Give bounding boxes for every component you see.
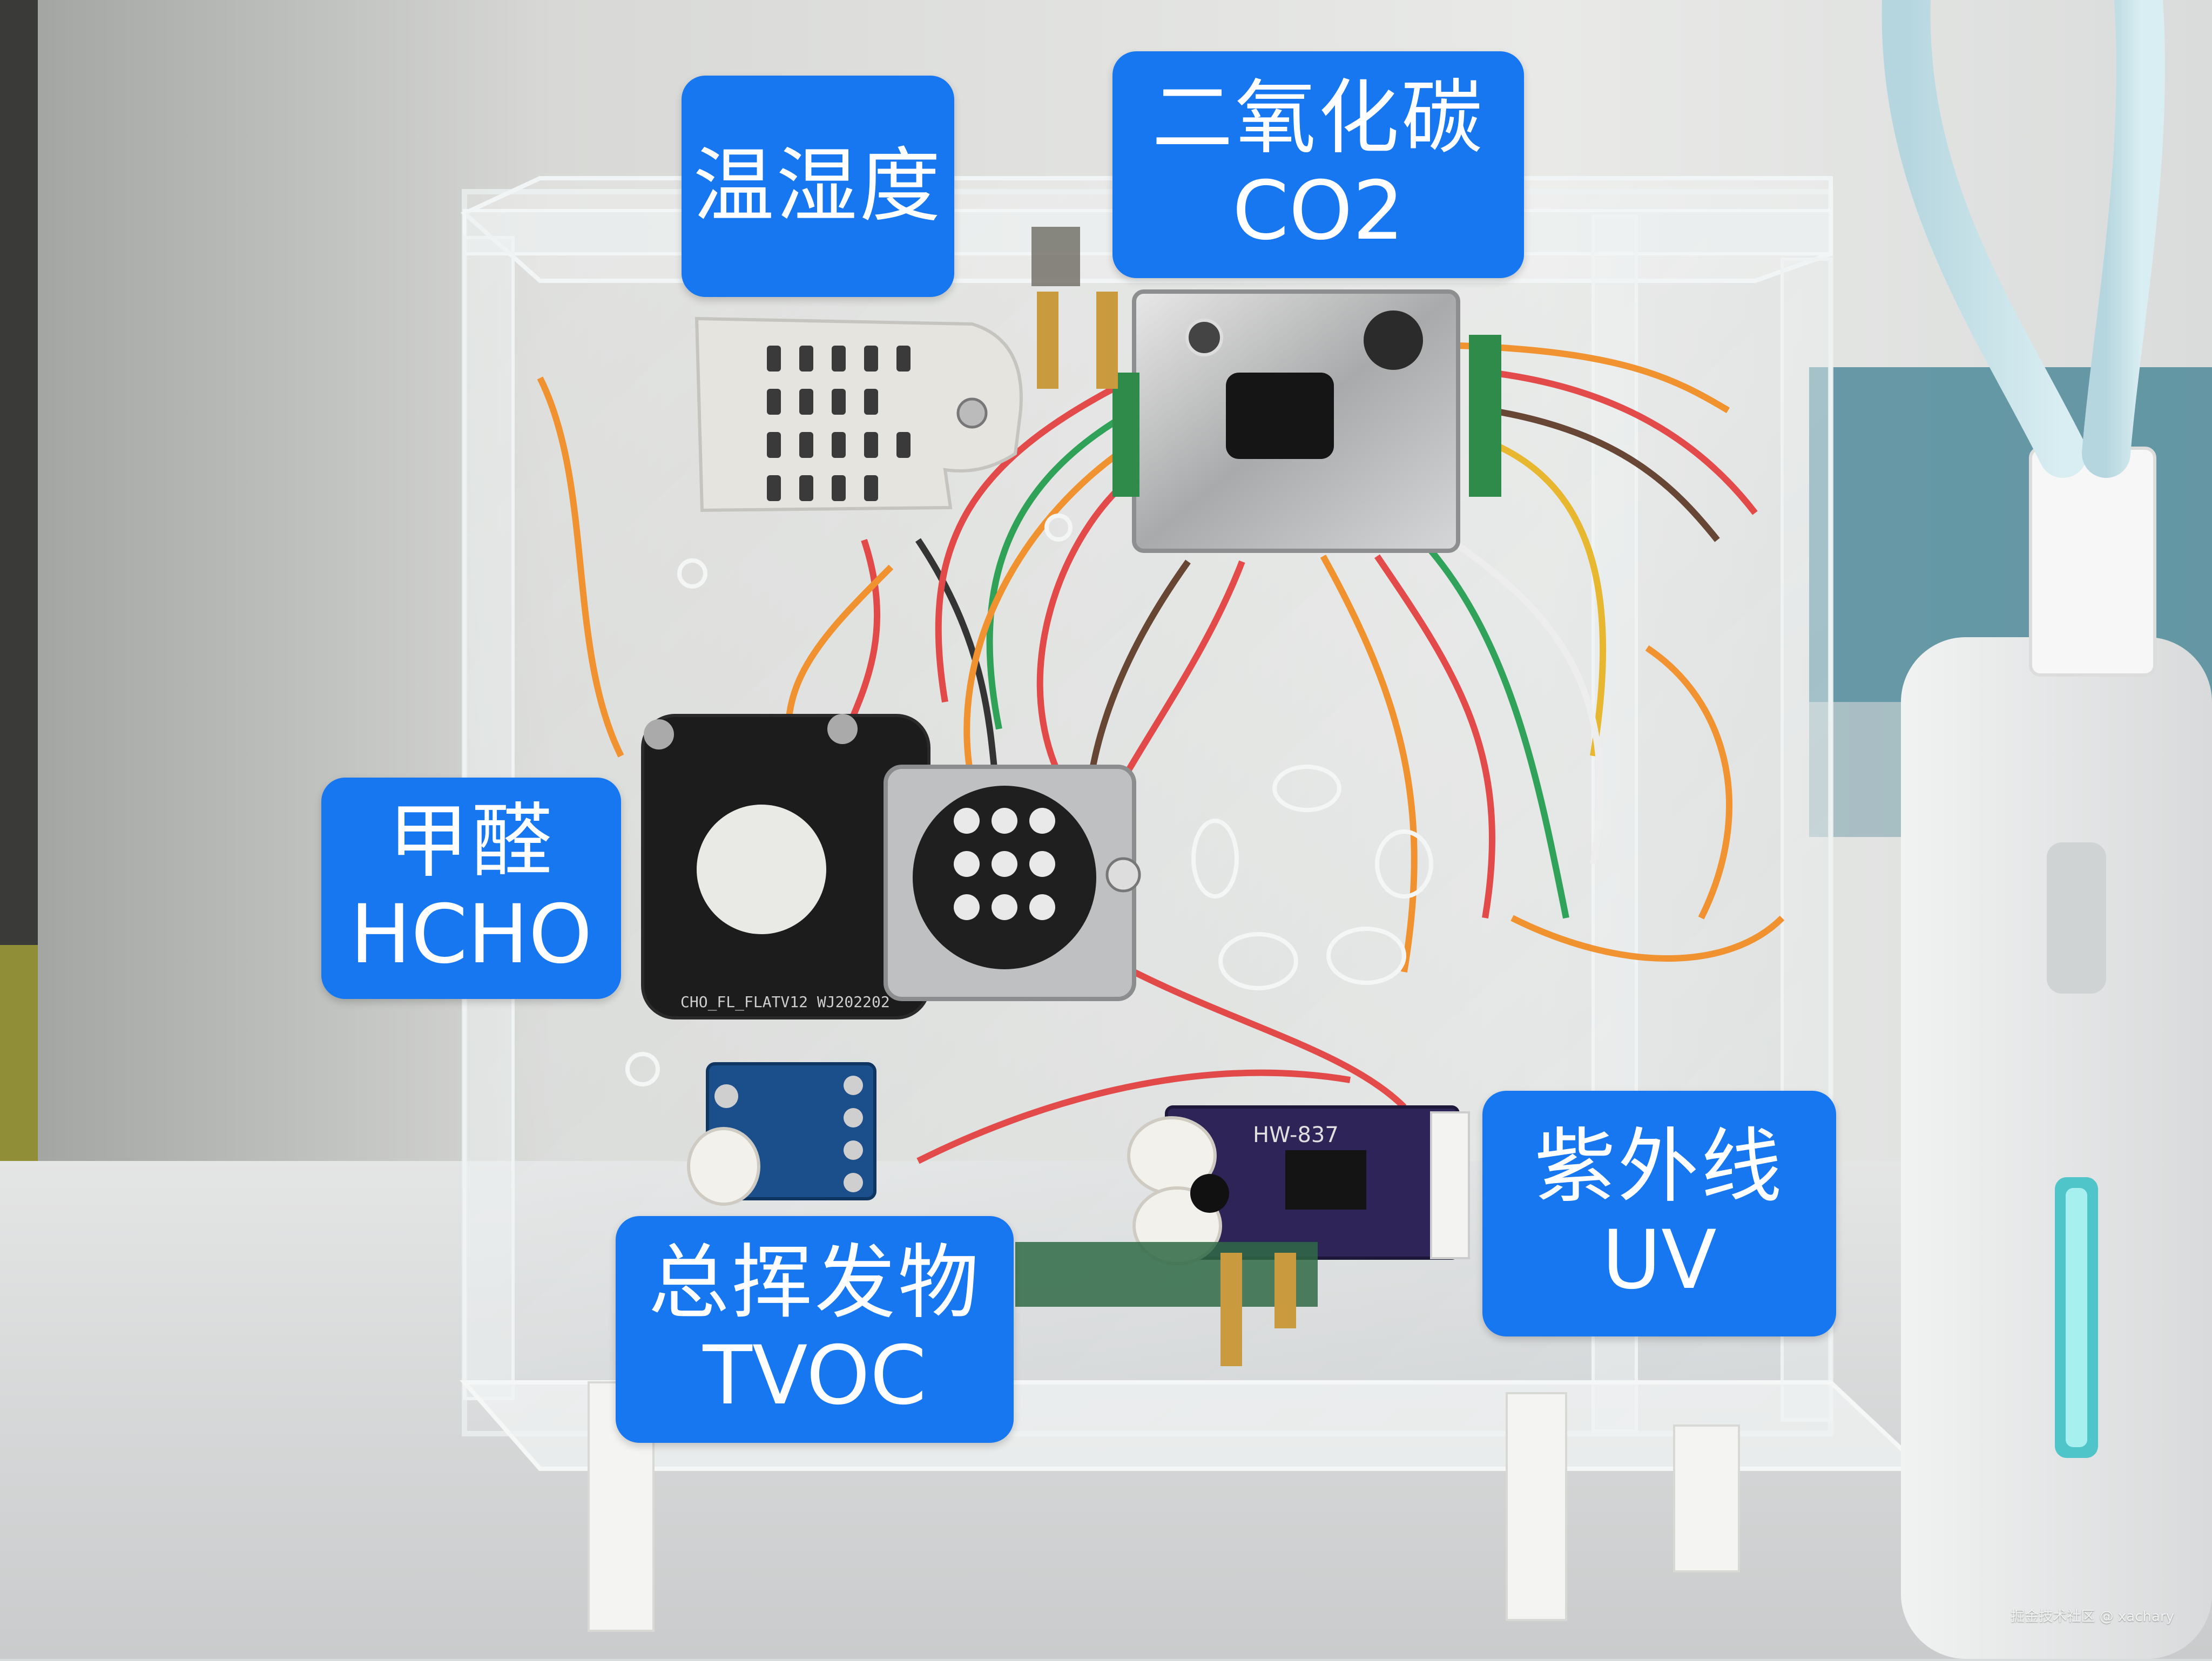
label-temp-humidity: 温湿度	[682, 76, 954, 297]
label-hcho-cn: 甲醛	[388, 794, 555, 889]
svg-text:HW-837: HW-837	[1253, 1123, 1339, 1147]
label-tvoc-cn: 总挥发物	[648, 1235, 981, 1330]
svg-text:CHO_FL_FLATV12 WJ202202: CHO_FL_FLATV12 WJ202202	[680, 993, 890, 1011]
label-hcho-en: HCHO	[350, 888, 592, 982]
label-uv-cn: 紫外线	[1534, 1120, 1784, 1214]
label-hcho: 甲醛 HCHO	[321, 778, 621, 999]
label-co2-cn: 二氧化碳	[1151, 71, 1485, 165]
label-tvoc-en: TVOC	[703, 1329, 927, 1423]
label-uv: 紫外线 UV	[1482, 1091, 1836, 1336]
label-temp-humidity-cn: 温湿度	[693, 139, 943, 233]
watermark: 掘金技术社区 @ xachary	[2011, 1609, 2174, 1625]
label-co2: 二氧化碳 CO2	[1112, 51, 1524, 278]
label-uv-en: UV	[1602, 1213, 1717, 1307]
label-tvoc: 总挥发物 TVOC	[616, 1216, 1014, 1443]
label-co2-en: CO2	[1232, 164, 1405, 258]
